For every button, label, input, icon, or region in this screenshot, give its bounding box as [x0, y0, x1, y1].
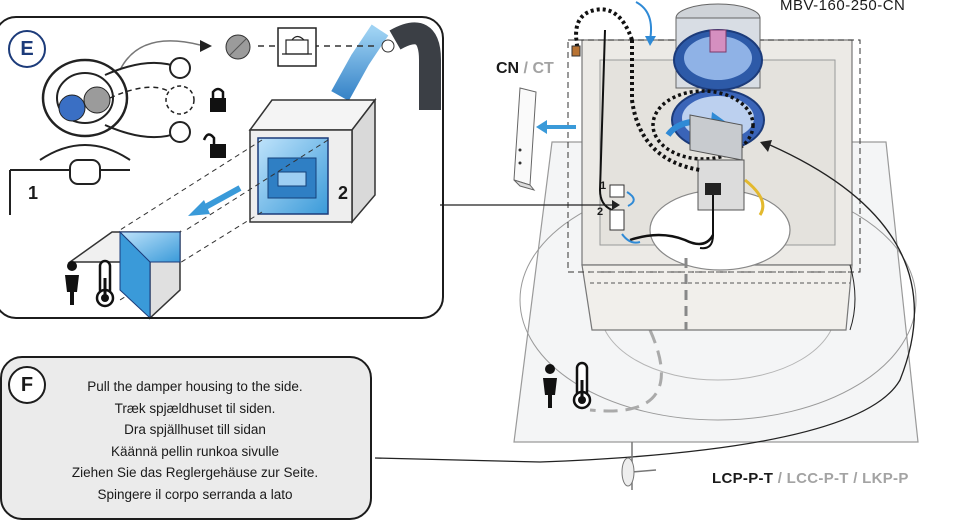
instruction-line-sv: Dra spjällhuset till sidan [124, 422, 266, 437]
cover-panel [513, 87, 576, 191]
connector-2-label: 2 [597, 206, 604, 218]
person-icon [543, 364, 557, 408]
variant-label-bottom: LCP-P-T / LCC-P-T / LKP-P [712, 470, 909, 487]
connector-1-label: 1 [600, 180, 607, 192]
panel-e [0, 16, 444, 319]
model-label: MBV-160-250-CN [780, 0, 906, 14]
thermometer-icon-e [95, 259, 115, 308]
variant-primary: CN [496, 60, 520, 77]
instruction-line-fi: Käännä pellin runkoa sivulle [110, 443, 280, 459]
instruction-line-it: Spingere il corpo serranda a lato [97, 486, 293, 502]
variant-bottom-separator: / [773, 470, 787, 487]
damper-actuator-icon [282, 35, 312, 55]
step-2-label: 2 [338, 183, 349, 203]
variant-label-top: CN / CT [496, 60, 554, 78]
actuator [689, 114, 765, 250]
panel-e-illustration [9, 22, 441, 320]
thermometer-icon [572, 361, 592, 410]
illustration [9, 1, 919, 490]
step-e-badge: E [8, 30, 46, 68]
cable-routing [374, 1, 915, 463]
variant-secondary: CT [532, 60, 554, 77]
step-f-badge: F [8, 366, 46, 404]
variant-bottom-primary: LCP-P-T [712, 470, 774, 487]
variant-bottom-secondary: LCC-P-T / LKP-P [786, 470, 909, 487]
person-icon-e [65, 261, 79, 305]
instruction-line-en: Pull the damper housing to the side. [87, 379, 303, 394]
instruction-line-da: Træk spjældhuset til siden. [114, 400, 276, 416]
hanger-rod [621, 442, 657, 490]
instruction-line-de: Ziehen Sie das Reglergehäuse zur Seite. [71, 465, 319, 480]
instruction-text: Pull the damper housing to the side. Træ… [30, 376, 360, 505]
padlock-open-icon [202, 133, 226, 158]
panel-f [0, 356, 372, 520]
padlock-icon [210, 87, 226, 112]
variant-separator: / [519, 60, 533, 77]
step-1-label: 1 [28, 183, 39, 203]
